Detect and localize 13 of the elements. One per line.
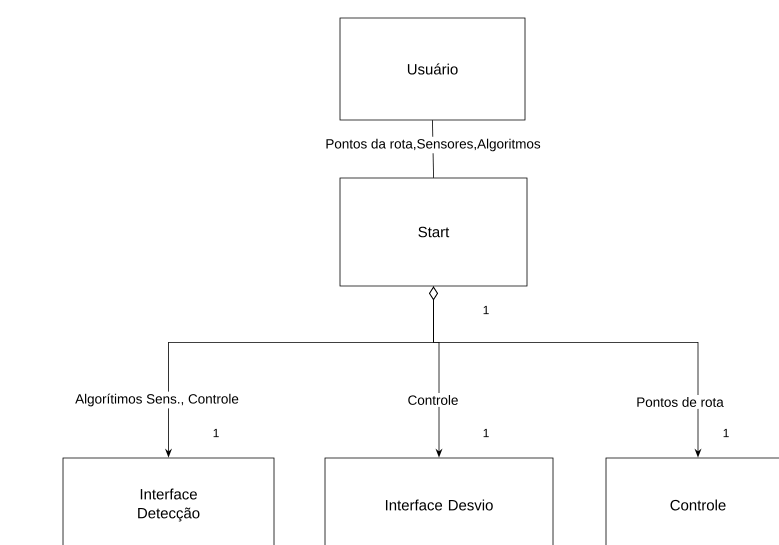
edge-label: Controle — [406, 393, 460, 407]
multiplicity-label: 1 — [724, 428, 729, 438]
edge-label: Algorítimos Sens., Controle — [73, 392, 241, 408]
class-box: Interface Desvio — [324, 458, 554, 545]
edge-label: Pontos da rota,Sensores,Algoritmos — [323, 136, 543, 154]
class-box: Controle — [606, 458, 779, 545]
edge-label: Pontos de rota — [634, 395, 726, 409]
multiplicity-label: 1 — [214, 428, 219, 438]
multiplicity-label: 1 — [484, 306, 489, 314]
class-box: Start — [340, 178, 528, 286]
class-box: Interface Detecção — [62, 458, 274, 545]
multiplicity-label: 1 — [484, 428, 489, 438]
class-box: Usuário — [340, 18, 526, 120]
